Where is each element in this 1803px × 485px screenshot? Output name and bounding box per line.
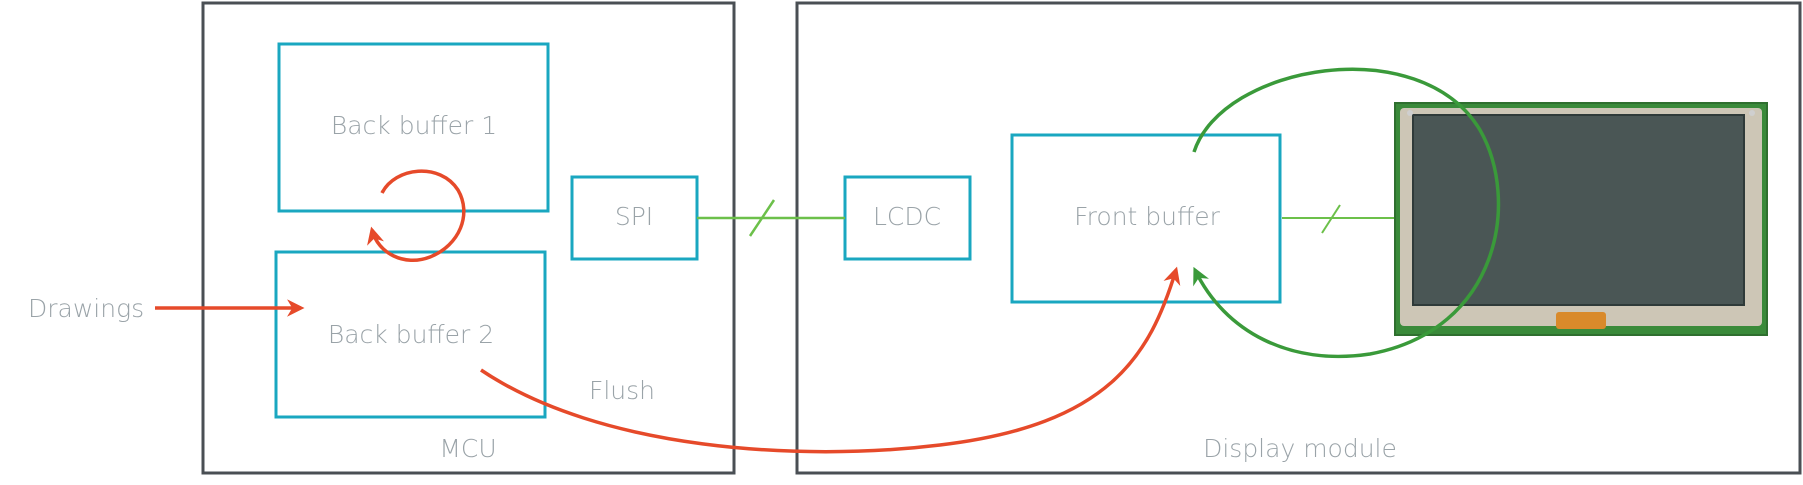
front-buffer-box — [1010, 133, 1282, 304]
swap-loop-arrow — [367, 169, 466, 262]
spi-lcdc-bus-slash — [748, 199, 776, 237]
back-buffer-1-label: Back buffer 1 — [331, 111, 497, 140]
spi-label: SPI — [615, 202, 653, 231]
drawings-label: Drawings — [28, 294, 144, 323]
flush-label: Flush — [589, 376, 655, 405]
front-buffer-label: Front buffer — [1074, 202, 1220, 231]
back-buffer-2-box — [274, 250, 547, 419]
lcdc-label: LCDC — [873, 202, 941, 231]
back-buffer-1-box — [277, 42, 550, 213]
flush-arrow — [480, 266, 1181, 454]
front-lcd-bus-slash — [1321, 204, 1341, 234]
mcu-frame — [201, 1, 736, 475]
display-module-label: Display module — [1203, 434, 1397, 463]
display-module-frame — [795, 1, 1802, 475]
refresh-loop-arrow — [1192, 67, 1501, 359]
lcd-panel-image — [1394, 102, 1768, 336]
back-buffer-2-label: Back buffer 2 — [328, 320, 494, 349]
mcu-label: MCU — [439, 434, 496, 463]
